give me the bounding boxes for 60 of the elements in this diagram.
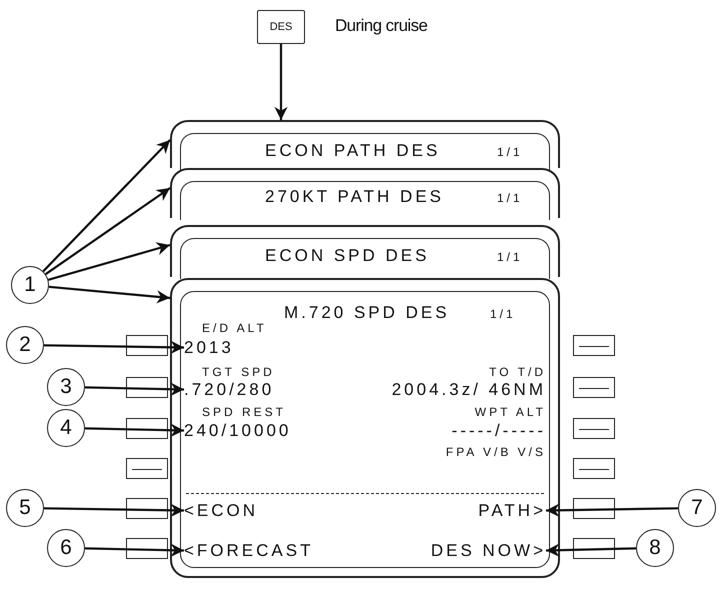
display-page xyxy=(170,225,560,277)
screen-text: -----/----- xyxy=(452,422,546,439)
function-key: DES xyxy=(257,10,305,44)
screen-text: 2004.3z/ 46NM xyxy=(392,381,546,398)
arrow xyxy=(274,44,288,120)
screen-text: 1/1 xyxy=(497,251,523,263)
leader-line xyxy=(48,242,170,281)
leader-line xyxy=(44,187,171,276)
screen-text: WPT ALT xyxy=(474,406,546,418)
line-select-key xyxy=(126,335,168,356)
line-select-key xyxy=(573,458,615,479)
leader-line xyxy=(48,286,170,304)
line-select-key xyxy=(126,458,168,479)
screen-text: DES NOW> xyxy=(430,542,546,559)
callout-number: 8 xyxy=(636,529,674,567)
leader-line xyxy=(84,424,184,437)
callout-number: 1 xyxy=(11,266,49,304)
screen-text: 240/10000 xyxy=(184,422,292,439)
callout-number: 6 xyxy=(47,529,85,567)
line-select-key xyxy=(126,498,168,519)
leader-line xyxy=(44,504,184,517)
screen-text: <ECON xyxy=(184,502,258,519)
screen-text: PATH> xyxy=(478,502,546,519)
leader-line xyxy=(44,340,184,354)
display-page xyxy=(170,120,560,168)
leader-line xyxy=(84,382,184,396)
page-title: M.720 SPD DES xyxy=(284,304,450,321)
screen-text: TGT SPD xyxy=(202,366,275,378)
callout-number: 5 xyxy=(6,489,44,527)
callout-number: 4 xyxy=(47,409,85,447)
callout-number: 2 xyxy=(6,326,44,364)
leader-line xyxy=(546,544,636,557)
screen-text: .720/280 xyxy=(184,381,274,398)
page-title: ECON SPD DES xyxy=(265,247,430,264)
line-select-key xyxy=(573,498,615,519)
line-select-key xyxy=(573,418,615,439)
screen-text: 2013 xyxy=(184,339,234,356)
line-select-key xyxy=(573,335,615,356)
leader-line xyxy=(84,544,184,557)
screen-text: 1/1 xyxy=(497,146,523,158)
screen-text: TO T/D xyxy=(489,366,546,378)
caption-text: During cruise xyxy=(335,16,428,36)
page-title: 270KT PATH DES xyxy=(265,188,444,205)
screen-text: <FORECAST xyxy=(184,542,314,559)
line-select-key xyxy=(126,418,168,439)
callout-number: 3 xyxy=(47,368,85,406)
screen-text: SPD REST xyxy=(202,406,286,418)
screen-text: E/D ALT xyxy=(202,322,267,334)
display-page xyxy=(170,278,560,578)
display-page xyxy=(170,168,560,218)
screen-text: FPA V/B V/S xyxy=(446,446,546,458)
leader-line xyxy=(42,139,171,272)
line-select-key xyxy=(573,377,615,398)
screen-text: 1/1 xyxy=(490,308,516,320)
line-select-key xyxy=(126,538,168,559)
page-title: ECON PATH DES xyxy=(265,142,440,159)
leader-line xyxy=(546,504,678,517)
line-select-key xyxy=(126,377,168,398)
callout-number: 7 xyxy=(678,489,716,527)
screen-text: 1/1 xyxy=(497,192,523,204)
